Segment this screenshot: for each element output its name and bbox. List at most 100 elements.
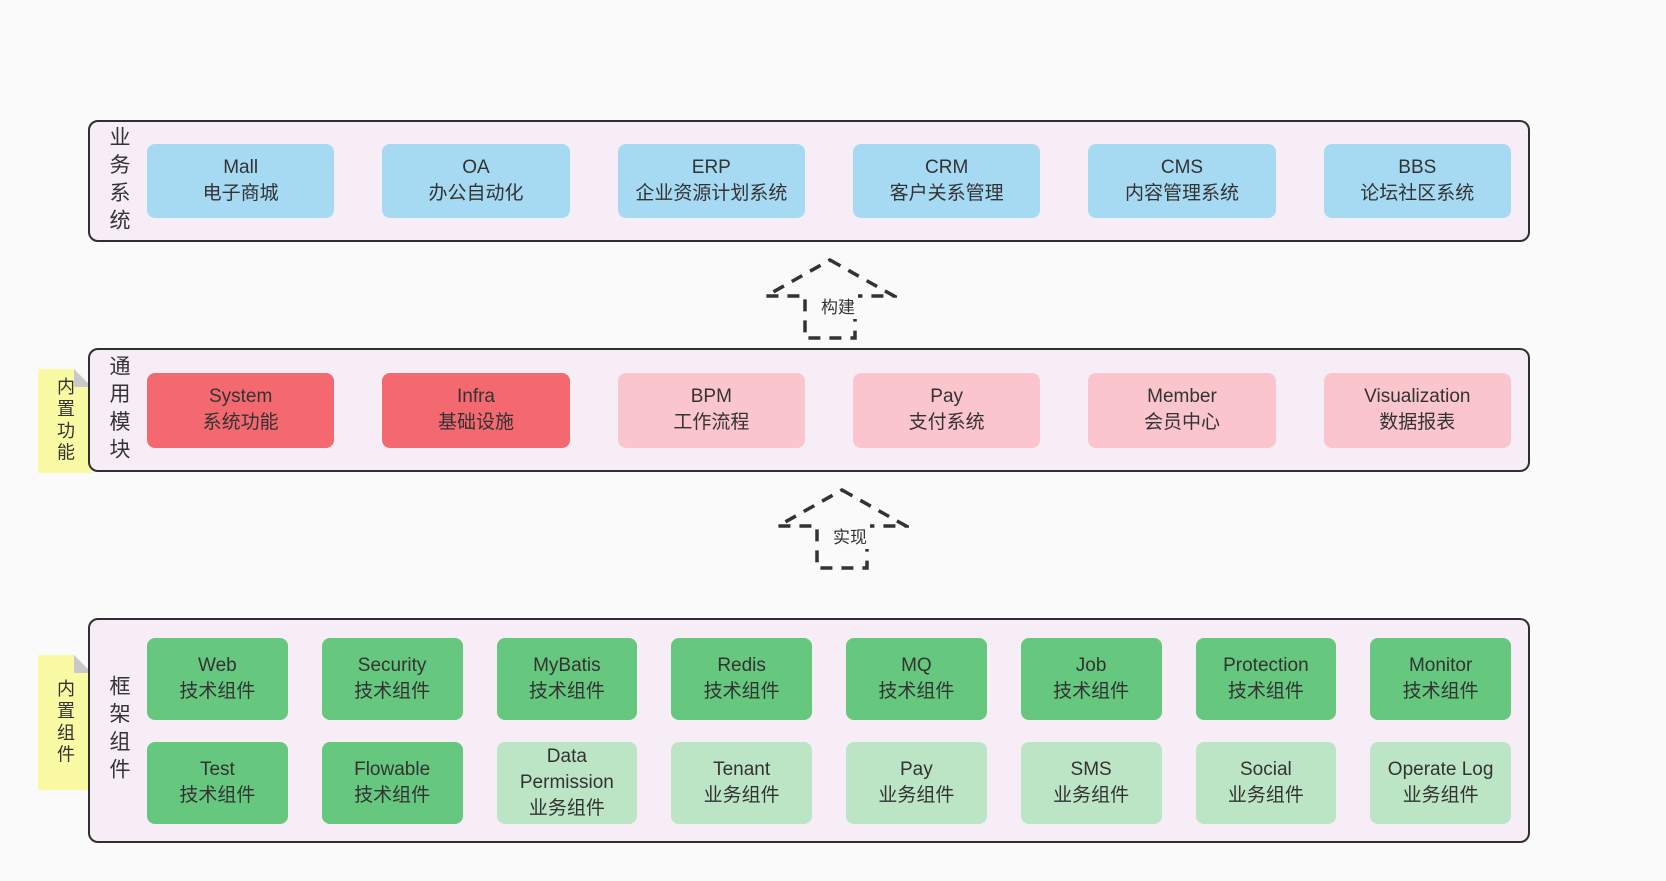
box-subtitle: 工作流程: [673, 412, 750, 433]
box-pay-component: Pay 业务组件: [846, 741, 987, 824]
box-redis: Redis 技术组件: [671, 637, 812, 720]
box-title: Infra: [456, 386, 495, 407]
box-title: Visualization: [1364, 386, 1471, 407]
framework-row-1: Web 技术组件 Security 技术组件 MyBatis 技术组件 Redi…: [147, 637, 1511, 720]
band-business-systems-label: 业务系统: [107, 125, 130, 237]
box-title: MyBatis: [533, 654, 601, 676]
box-subtitle: 技术组件: [1227, 680, 1304, 702]
box-title: CMS: [1160, 157, 1204, 178]
box-subtitle: 会员中心: [1143, 412, 1220, 433]
tag-builtin-components: 内置组件: [38, 655, 92, 790]
box-title: Mall: [223, 157, 259, 178]
band-common-modules: 通用模块 System 系统功能 Infra 基础设施 BPM 工作流程 Pay…: [88, 348, 1530, 472]
box-title: BPM: [690, 386, 732, 407]
box-title: Web: [198, 654, 237, 676]
box-security: Security 技术组件: [321, 637, 463, 720]
tag-builtin-features-label: 内置功能: [55, 377, 75, 465]
box-title: ERP: [691, 157, 731, 178]
box-test: Test 技术组件: [147, 741, 288, 824]
box-pay-module: Pay 支付系统: [852, 372, 1041, 448]
box-subtitle: 技术组件: [179, 680, 256, 702]
box-title: Social: [1240, 758, 1292, 780]
module-boxes: System 系统功能 Infra 基础设施 BPM 工作流程 Pay 支付系统…: [147, 372, 1511, 448]
box-data-permission: Data Permission 业务组件: [496, 741, 638, 824]
box-title: Tenant: [713, 758, 771, 780]
box-subtitle: 电子商城: [202, 183, 279, 204]
box-subtitle: 业务组件: [1053, 784, 1130, 806]
box-mq: MQ 技术组件: [846, 637, 987, 720]
framework-row-2: Test 技术组件 Flowable 技术组件 Data Permission …: [147, 741, 1511, 824]
box-protection: Protection 技术组件: [1195, 637, 1337, 720]
box-subtitle: 技术组件: [354, 680, 431, 702]
box-title: System: [208, 386, 273, 407]
box-subtitle: 办公自动化: [428, 183, 524, 204]
box-title: CRM: [925, 157, 969, 178]
box-tenant: Tenant 业务组件: [671, 741, 812, 824]
box-subtitle: 技术组件: [354, 784, 431, 806]
box-subtitle: 业务组件: [1402, 784, 1479, 806]
box-monitor: Monitor 技术组件: [1370, 637, 1511, 720]
box-subtitle: 技术组件: [528, 680, 605, 702]
build-arrow: 构建: [763, 257, 897, 341]
box-subtitle: 客户关系管理: [889, 183, 1004, 204]
box-subtitle: 内容管理系统: [1124, 183, 1239, 204]
box-title: Monitor: [1408, 654, 1473, 676]
box-flowable: Flowable 技术组件: [321, 741, 463, 824]
box-title: Protection: [1223, 654, 1309, 676]
business-boxes: Mall 电子商城 OA 办公自动化 ERP 企业资源计划系统 CRM 客户关系…: [147, 144, 1511, 218]
box-subtitle: 技术组件: [179, 784, 256, 806]
box-title: Pay: [930, 386, 964, 407]
box-subtitle: 业务组件: [1227, 784, 1304, 806]
box-title: Flowable: [354, 758, 431, 780]
tag-builtin-components-label: 内置组件: [55, 678, 75, 767]
box-subtitle: 支付系统: [908, 412, 985, 433]
band-common-modules-label: 通用模块: [107, 354, 130, 466]
box-subtitle: 数据报表: [1379, 412, 1456, 433]
box-title: Security: [357, 654, 427, 676]
box-erp: ERP 企业资源计划系统: [617, 144, 805, 218]
box-crm: CRM 客户关系管理: [852, 144, 1041, 218]
box-job: Job 技术组件: [1020, 637, 1162, 720]
box-visualization: Visualization 数据报表: [1323, 372, 1511, 448]
box-member: Member 会员中心: [1088, 372, 1276, 448]
box-sms: SMS 业务组件: [1020, 741, 1162, 824]
box-title: Job: [1075, 654, 1107, 676]
box-title: BBS: [1398, 157, 1437, 178]
implement-arrow-label: 实现: [830, 522, 870, 549]
box-oa: OA 办公自动化: [382, 144, 570, 218]
box-system: System 系统功能: [147, 372, 335, 448]
box-subtitle: 业务组件: [878, 784, 955, 806]
box-bbs: BBS 论坛社区系统: [1323, 144, 1511, 218]
box-subtitle: 系统功能: [202, 412, 279, 433]
box-title: OA: [462, 157, 490, 178]
box-operate-log: Operate Log 业务组件: [1370, 741, 1511, 824]
box-subtitle: 技术组件: [703, 680, 780, 702]
box-cms: CMS 内容管理系统: [1088, 144, 1276, 218]
up-arrow-icon: [763, 257, 897, 340]
box-title: Data Permission: [519, 745, 614, 793]
box-title: MQ: [901, 654, 932, 676]
box-title: SMS: [1070, 758, 1112, 780]
box-subtitle: 业务组件: [528, 797, 605, 819]
up-arrow-icon: [775, 487, 909, 570]
box-infra: Infra 基础设施: [382, 372, 570, 448]
implement-arrow: 实现: [775, 487, 909, 571]
box-subtitle: 业务组件: [703, 784, 780, 806]
band-framework-components: 框架组件 Web 技术组件 Security 技术组件 MyBatis 技术组件…: [88, 618, 1530, 843]
box-subtitle: 技术组件: [1053, 680, 1130, 702]
box-social: Social 业务组件: [1195, 741, 1337, 824]
box-subtitle: 技术组件: [878, 680, 955, 702]
box-bpm: BPM 工作流程: [617, 372, 805, 448]
build-arrow-label: 构建: [818, 292, 858, 319]
band-framework-components-label: 框架组件: [107, 675, 130, 786]
box-web: Web 技术组件: [147, 637, 288, 720]
band-business-systems: 业务系统 Mall 电子商城 OA 办公自动化 ERP 企业资源计划系统 CRM…: [88, 120, 1530, 242]
box-subtitle: 技术组件: [1402, 680, 1479, 702]
box-mybatis: MyBatis 技术组件: [496, 637, 638, 720]
framework-rows: Web 技术组件 Security 技术组件 MyBatis 技术组件 Redi…: [147, 637, 1511, 824]
box-title: Test: [199, 758, 235, 780]
box-subtitle: 企业资源计划系统: [635, 183, 788, 204]
box-title: Pay: [900, 758, 933, 780]
box-subtitle: 基础设施: [437, 412, 514, 433]
